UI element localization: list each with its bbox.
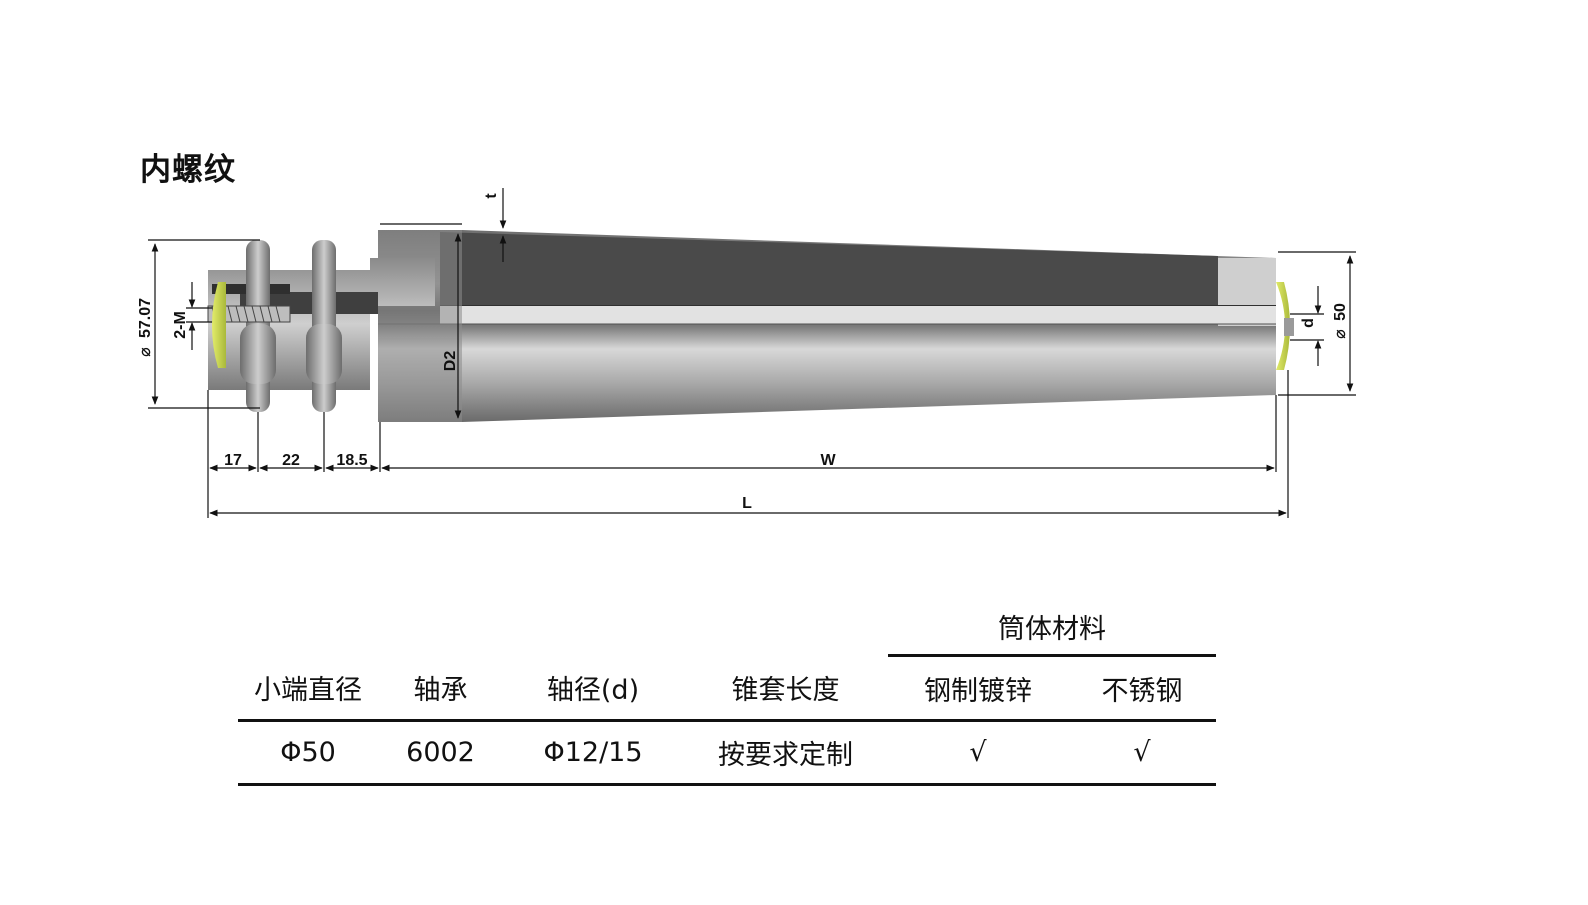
column-header: 锥套长度 bbox=[683, 655, 888, 722]
table-cell: √ bbox=[888, 720, 1068, 786]
wall-thickness-label: t bbox=[483, 193, 500, 199]
outer-diameter-label: 57.07 bbox=[137, 298, 154, 338]
group-header-row: 筒体材料 bbox=[238, 598, 1216, 657]
sprocket-inner bbox=[306, 240, 342, 412]
material-group-header: 筒体材料 bbox=[888, 598, 1216, 657]
dimension-lines bbox=[148, 188, 1356, 518]
total-length-label: L bbox=[742, 495, 752, 512]
seg3-label: 18.5 bbox=[336, 452, 367, 469]
page-title: 内螺纹 bbox=[140, 152, 236, 188]
thread-label: 2-M bbox=[172, 311, 189, 339]
column-header: 不锈钢 bbox=[1068, 655, 1216, 722]
table-row: Φ50 6002 Φ12/15 按要求定制 √ √ bbox=[238, 720, 1216, 786]
right-shaft bbox=[1284, 318, 1294, 336]
tapered-tube bbox=[378, 230, 1276, 422]
seg1-label: 17 bbox=[224, 452, 242, 469]
spec-table: 筒体材料 小端直径 轴承 轴径(d) 锥套长度 钢制镀锌 不锈钢 Φ50 600… bbox=[238, 598, 1216, 786]
column-header: 小端直径 bbox=[238, 655, 378, 722]
right-end-cap bbox=[1276, 282, 1290, 370]
threaded-shaft bbox=[207, 305, 291, 323]
seg2-label: 22 bbox=[282, 452, 300, 469]
left-end-cap bbox=[212, 282, 226, 368]
table-cell: Φ12/15 bbox=[503, 720, 683, 786]
tube-length-label: W bbox=[820, 452, 836, 469]
table-cell: Φ50 bbox=[238, 720, 378, 786]
tube-diameter-label: D2 bbox=[442, 351, 459, 372]
sprocket-outer bbox=[240, 240, 276, 412]
column-header: 轴承 bbox=[378, 655, 503, 722]
small-end-diameter-symbol: ⌀ bbox=[1332, 329, 1349, 339]
column-header: 钢制镀锌 bbox=[888, 655, 1068, 722]
column-header: 轴径(d) bbox=[503, 655, 683, 722]
small-end-diameter-label: 50 bbox=[1332, 303, 1349, 321]
table-cell: 6002 bbox=[378, 720, 503, 786]
shaft-diameter-label: d bbox=[1300, 318, 1317, 328]
outer-diameter-symbol: ⌀ bbox=[137, 347, 154, 357]
table-cell: 按要求定制 bbox=[683, 720, 888, 786]
column-header-row: 小端直径 轴承 轴径(d) 锥套长度 钢制镀锌 不锈钢 bbox=[238, 655, 1216, 722]
table-cell: √ bbox=[1068, 720, 1216, 786]
